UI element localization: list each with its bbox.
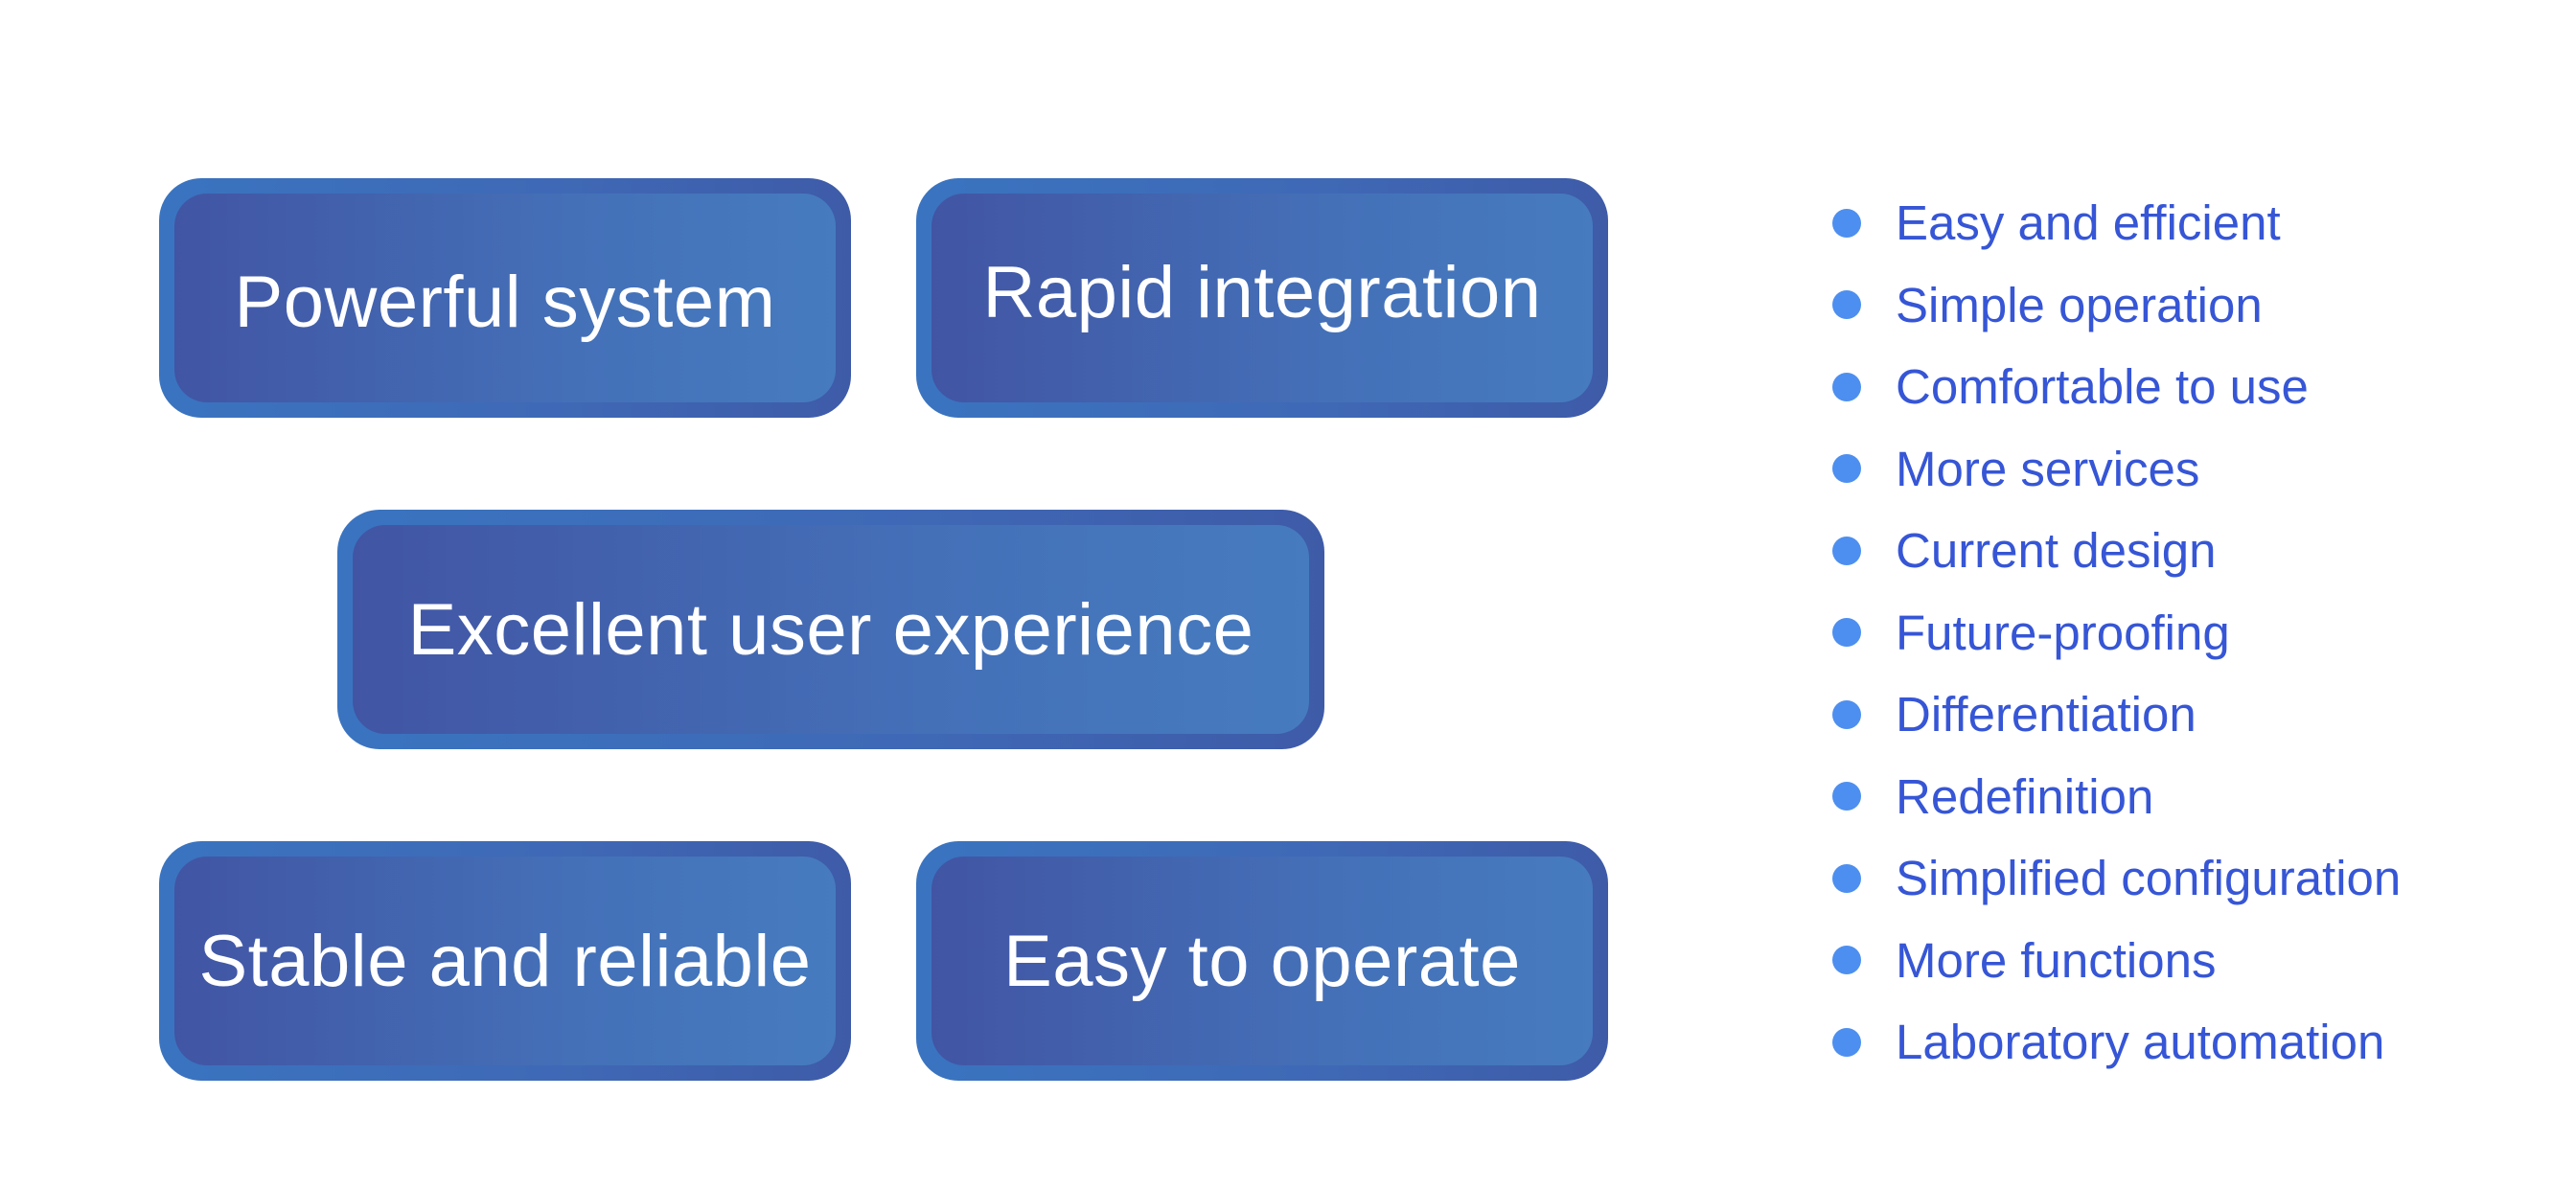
bullet-text: Laboratory automation bbox=[1896, 1015, 2385, 1070]
bullet-dot-icon bbox=[1832, 699, 1861, 729]
feature-box-powerful-system: Powerful system bbox=[159, 178, 851, 418]
feature-box-label: Rapid integration bbox=[982, 251, 1542, 333]
bullet-item: Simple operation bbox=[1832, 264, 2401, 347]
bullet-dot-icon bbox=[1832, 454, 1861, 484]
bullet-item: More functions bbox=[1832, 920, 2401, 1002]
benefits-bullet-list: Easy and efficient Simple operation Comf… bbox=[1832, 182, 2401, 1084]
bullet-text: Differentiation bbox=[1896, 687, 2196, 742]
bullet-item: Differentiation bbox=[1832, 674, 2401, 756]
bullet-text: Easy and efficient bbox=[1896, 195, 2281, 251]
bullet-item: Future-proofing bbox=[1832, 592, 2401, 674]
bullet-text: Current design bbox=[1896, 523, 2217, 579]
feature-box-label: Easy to operate bbox=[1003, 920, 1521, 1002]
bullet-item: Easy and efficient bbox=[1832, 182, 2401, 264]
bullet-dot-icon bbox=[1832, 946, 1861, 975]
feature-box-inner: Excellent user experience bbox=[353, 525, 1309, 734]
feature-box-inner: Rapid integration bbox=[932, 194, 1593, 402]
bullet-text: Redefinition bbox=[1896, 768, 2154, 824]
bullet-item: Laboratory automation bbox=[1832, 1001, 2401, 1084]
bullet-text: More services bbox=[1896, 441, 2200, 496]
bullet-item: Comfortable to use bbox=[1832, 346, 2401, 428]
feature-box-label: Powerful system bbox=[234, 261, 776, 343]
feature-box-label: Excellent user experience bbox=[407, 588, 1254, 671]
feature-box-easy-to-operate: Easy to operate bbox=[916, 841, 1608, 1081]
feature-box-rapid-integration: Rapid integration bbox=[916, 178, 1608, 418]
bullet-item: Redefinition bbox=[1832, 756, 2401, 838]
bullet-dot-icon bbox=[1832, 536, 1861, 565]
bullet-item: More services bbox=[1832, 428, 2401, 511]
bullet-dot-icon bbox=[1832, 372, 1861, 401]
feature-box-inner: Stable and reliable bbox=[174, 857, 836, 1065]
feature-box-label: Stable and reliable bbox=[198, 920, 812, 1002]
feature-box-excellent-user-experience: Excellent user experience bbox=[337, 510, 1324, 749]
bullet-text: More functions bbox=[1896, 932, 2217, 988]
bullet-item: Current design bbox=[1832, 510, 2401, 592]
bullet-text: Simplified configuration bbox=[1896, 851, 2402, 906]
bullet-dot-icon bbox=[1832, 863, 1861, 893]
feature-box-inner: Easy to operate bbox=[932, 857, 1593, 1065]
feature-box-inner: Powerful system bbox=[174, 194, 836, 402]
bullet-dot-icon bbox=[1832, 208, 1861, 238]
bullet-dot-icon bbox=[1832, 782, 1861, 811]
bullet-dot-icon bbox=[1832, 290, 1861, 320]
bullet-dot-icon bbox=[1832, 618, 1861, 648]
bullet-text: Simple operation bbox=[1896, 277, 2263, 332]
feature-box-stable-and-reliable: Stable and reliable bbox=[159, 841, 851, 1081]
bullet-text: Comfortable to use bbox=[1896, 359, 2309, 415]
bullet-dot-icon bbox=[1832, 1027, 1861, 1057]
bullet-text: Future-proofing bbox=[1896, 605, 2230, 660]
bullet-item: Simplified configuration bbox=[1832, 837, 2401, 920]
